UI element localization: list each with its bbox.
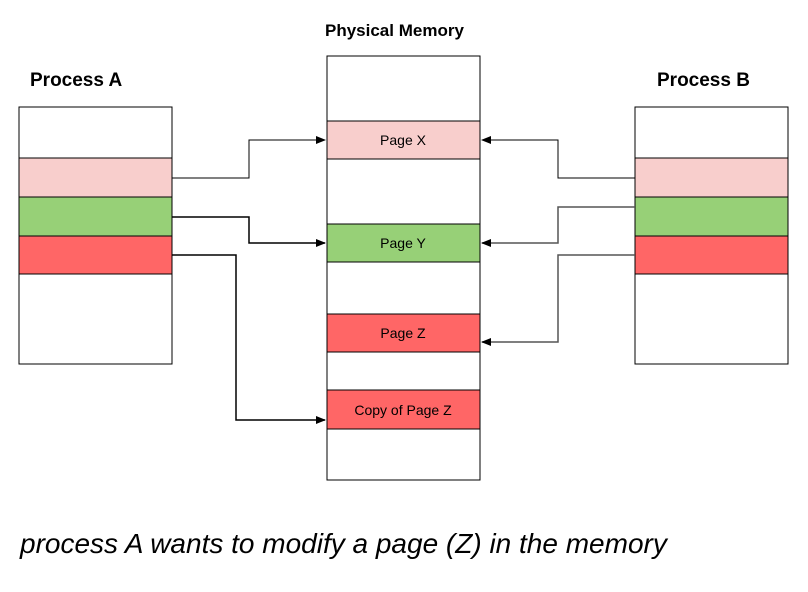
process-a-page-x-row (18, 157, 173, 198)
page-x-label: Page X (380, 132, 427, 148)
process-a-page-z-row (18, 235, 173, 275)
arrow-b-to-page-z (481, 254, 635, 346)
process-b-box (634, 106, 789, 365)
process-b-page-y-row (634, 196, 789, 237)
page-z-label: Page Z (380, 325, 426, 341)
physical-memory-title: Physical Memory (325, 21, 464, 40)
copy-page-z-label: Copy of Page Z (354, 402, 452, 418)
arrow-b-to-page-y (481, 206, 635, 247)
memory-copy-page-z (326, 389, 481, 430)
arrow-a-to-copy-page-z (172, 254, 326, 424)
memory-page-x (326, 120, 481, 160)
arrow-a-to-page-y (172, 216, 326, 247)
process-b-page-x-row (634, 157, 789, 198)
process-a-box (18, 106, 173, 365)
arrow-a-to-page-x (172, 136, 326, 179)
memory-page-z (326, 313, 481, 353)
process-b-title: Process B (657, 70, 750, 91)
physical-memory-box (326, 55, 481, 481)
arrow-b-to-page-x (481, 136, 635, 179)
memory-page-y (326, 223, 481, 263)
process-a-page-y-row (18, 196, 173, 237)
page-y-label: Page Y (380, 235, 426, 251)
process-a-title: Process A (30, 70, 123, 91)
caption-text: process A wants to modify a page (Z) in … (20, 528, 667, 559)
process-b-page-z-row (634, 235, 789, 275)
